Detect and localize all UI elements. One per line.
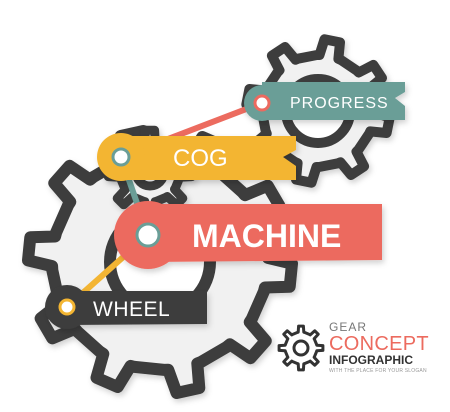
wheel-label: WHEEL xyxy=(93,298,170,321)
cog-tag: COG xyxy=(97,133,296,181)
machine-node xyxy=(135,222,161,248)
cog-label: COG xyxy=(173,145,228,172)
logo-line1: GEAR xyxy=(329,320,367,334)
wheel-node xyxy=(58,298,76,316)
machine-label: MACHINE xyxy=(192,218,341,254)
logo-line3: INFOGRAPHIC xyxy=(329,353,413,367)
cog-node xyxy=(111,147,131,167)
logo: GEAR CONCEPT INFOGRAPHIC WITH THE PLACE … xyxy=(277,320,429,374)
logo-tagline: WITH THE PLACE FOR YOUR SLOGAN xyxy=(329,368,427,374)
machine-tag: MACHINE xyxy=(114,201,382,269)
logo-line2: CONCEPT xyxy=(329,333,429,355)
wheel-tag: WHEEL xyxy=(45,285,207,329)
logo-gear-hub xyxy=(292,339,310,357)
logo-gear-icon xyxy=(277,324,325,372)
progress-tag: PROGRESS xyxy=(244,82,405,121)
progress-node xyxy=(253,94,271,112)
progress-label: PROGRESS xyxy=(290,95,389,112)
